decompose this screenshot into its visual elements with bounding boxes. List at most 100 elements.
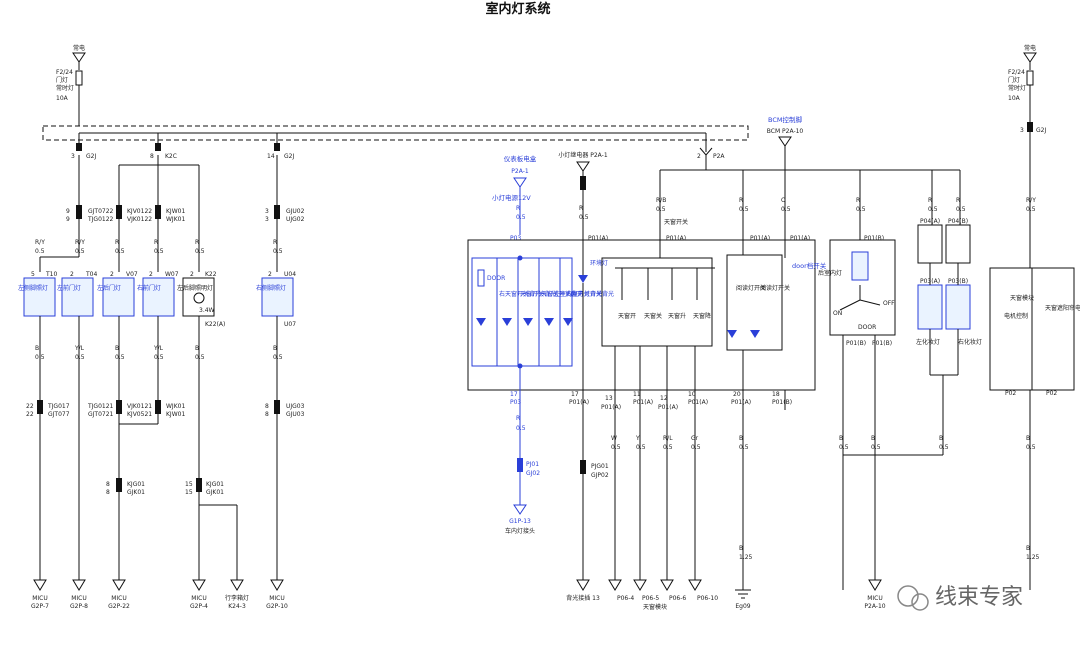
wire-size: 0.5 xyxy=(195,354,205,361)
wire-color: Y xyxy=(635,435,640,442)
wire-color: R xyxy=(928,197,932,204)
lamp-label: 右侧脚照灯 xyxy=(256,284,286,292)
wire-size: 0.5 xyxy=(154,354,164,361)
pin-label: P03 xyxy=(510,235,521,242)
conn-label: KJG01 xyxy=(206,481,224,488)
bus-harness-box xyxy=(42,125,749,141)
wire-size: 0.5 xyxy=(856,206,866,213)
wire-color: B xyxy=(1026,545,1030,552)
pin-label: 8 xyxy=(106,489,110,496)
wire-size: 0.5 xyxy=(839,444,849,451)
watermark: 线束专家 xyxy=(897,585,1023,611)
wire-color: B xyxy=(839,435,843,442)
pin-label: 13 xyxy=(605,395,613,402)
arrow-icon xyxy=(513,504,527,515)
pin-label: 3 xyxy=(265,208,269,215)
wire-size: 0.5 xyxy=(636,444,646,451)
module-label: 电机控制 xyxy=(1004,312,1028,320)
switch-label: 天窗降 xyxy=(693,312,711,320)
right-step-lamp-branch: 3 3 GJU02 UJG02 R 0.5 右侧脚照灯 2 U04 U07 B … xyxy=(256,155,305,580)
lamp-conn: T10 xyxy=(45,271,57,278)
wechat-icon xyxy=(897,585,919,607)
arrow-icon xyxy=(576,579,590,591)
wire-size: 0.5 xyxy=(1026,444,1036,451)
wire-size: 0.5 xyxy=(115,354,125,361)
bus-conn-3: G2J xyxy=(284,153,294,160)
lamp-right-front-door xyxy=(142,277,175,317)
pin-label: P01(B) xyxy=(872,340,892,347)
makeup-lamps: P04(A) P04(B) P03(A) P03(B) 左化妆灯 右化妆灯 xyxy=(916,218,982,455)
conn-label: VJK0122 xyxy=(127,216,152,223)
wire-color: R/L xyxy=(663,435,673,442)
lamp-pin: 2 xyxy=(149,271,153,278)
connector-icon xyxy=(37,400,43,414)
lamp-icon xyxy=(851,251,869,281)
right-fuse-id: F2/24 xyxy=(1008,69,1025,76)
dest-top: MICU xyxy=(111,595,127,602)
conn-label: TJG0122 xyxy=(87,216,114,223)
wire-size: 0.5 xyxy=(939,444,949,451)
connector-icon xyxy=(116,478,122,492)
pin-label: 10 xyxy=(688,391,696,398)
watermark-text: 线束专家 xyxy=(935,585,1023,610)
dest-bot: G2P-8 xyxy=(70,603,88,610)
sunroof-module: 天窗模块 电机控制 天窗遮阳帘电机 P02 P02 xyxy=(989,267,1080,397)
conn-label: GJP02 xyxy=(591,472,609,479)
pin-label: P01(A) xyxy=(750,235,770,242)
left-power-source: 常电 F2/24 门灯 常时灯 10A xyxy=(56,44,86,126)
input2-label: 小灯继电器 P2A-1 xyxy=(558,151,607,159)
bus-connectors: 3 G2J 8 K2C 14 G2J 2 P2A xyxy=(71,133,725,160)
dest-label: P06-10 xyxy=(697,595,718,602)
backlight-label: 天窗关开关背光 xyxy=(541,290,583,298)
conn-label: PJ01 xyxy=(526,461,539,468)
pin-label: 17 xyxy=(510,391,518,398)
wire-size: 0.5 xyxy=(663,444,673,451)
conn-label: GJT0722 xyxy=(88,208,114,215)
wire-color: R xyxy=(956,197,960,204)
pin-label: P01(A) xyxy=(569,399,589,406)
makeup-switch-right xyxy=(945,224,971,264)
connector-icon xyxy=(274,400,280,414)
connector-icon xyxy=(1027,122,1033,132)
led-icon xyxy=(523,318,533,326)
switch-off-label: OFF xyxy=(883,300,895,307)
dest-top: MICU xyxy=(191,595,207,602)
backlight-label: 右天窗开关背光 xyxy=(499,290,541,298)
makeup-label: 右化妆灯 xyxy=(958,338,982,346)
dest-top: 行李箱灯 xyxy=(225,594,249,602)
wire-color: B xyxy=(273,345,277,352)
wire-size: 0.5 xyxy=(871,444,881,451)
conn-label: UJG02 xyxy=(286,216,305,223)
connector-icon xyxy=(76,205,82,219)
switch-label: 天窗关 xyxy=(644,312,662,320)
wire-color: R xyxy=(579,205,583,212)
lower-mid-wiring: R 0.5 PJ01 GJ02 G1P-13 车内灯接头 PJG01 GJP02… xyxy=(505,395,949,611)
lamp-left-front-door xyxy=(61,277,94,317)
led-icon xyxy=(727,330,737,338)
wire-size: 1.25 xyxy=(739,554,753,561)
wire-size: 0.5 xyxy=(154,248,164,255)
wire-size: 0.5 xyxy=(273,248,283,255)
wire-color: O xyxy=(781,197,786,204)
wire-size: 0.5 xyxy=(195,248,205,255)
fuse-icon xyxy=(75,70,83,86)
switch-label: 天窗开 xyxy=(618,312,636,320)
dest-bot: G2P-22 xyxy=(108,603,130,610)
wire-color: B xyxy=(871,435,875,442)
dest-top: MICU xyxy=(32,595,48,602)
arrow-icon xyxy=(633,579,647,591)
wire-color: Y/L xyxy=(74,345,85,352)
door-switch-label: door档开关 xyxy=(792,261,827,270)
dest-label: P2A-10 xyxy=(864,603,885,610)
wire-size: 0.5 xyxy=(1026,206,1036,213)
arrow-icon xyxy=(230,579,244,591)
led-icon xyxy=(544,318,554,326)
backlight-label: DOOR xyxy=(487,275,505,282)
wire-size: 0.5 xyxy=(611,444,621,451)
reading-lamp-box xyxy=(726,254,783,351)
switch-label: 阅读灯开关 xyxy=(760,284,790,292)
wire-color: B xyxy=(1026,435,1030,442)
arrow-icon xyxy=(192,579,206,591)
power-arrow-icon xyxy=(1023,52,1037,63)
wire-size: 0.5 xyxy=(273,354,283,361)
